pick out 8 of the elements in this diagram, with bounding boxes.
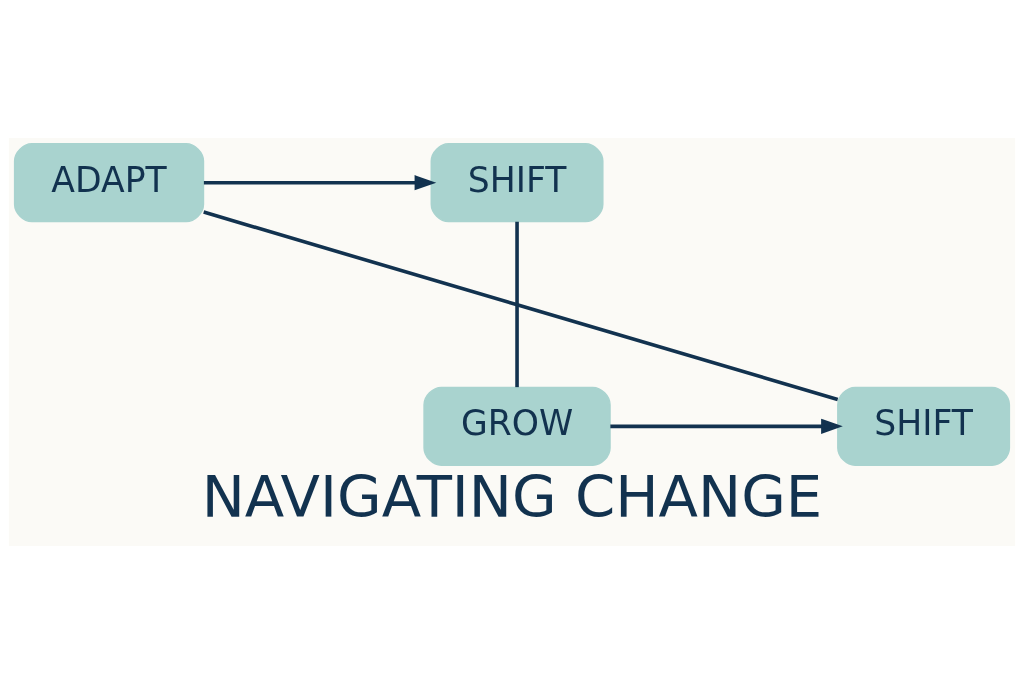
connector (515, 221, 519, 387)
node-box: SHIFT (430, 142, 604, 222)
node-box: ADAPT (13, 142, 205, 222)
node-box: SHIFT (837, 386, 1011, 466)
arrow (610, 418, 843, 434)
arrow (203, 174, 437, 190)
node-box: GROW (423, 386, 611, 466)
connector (203, 209, 839, 401)
